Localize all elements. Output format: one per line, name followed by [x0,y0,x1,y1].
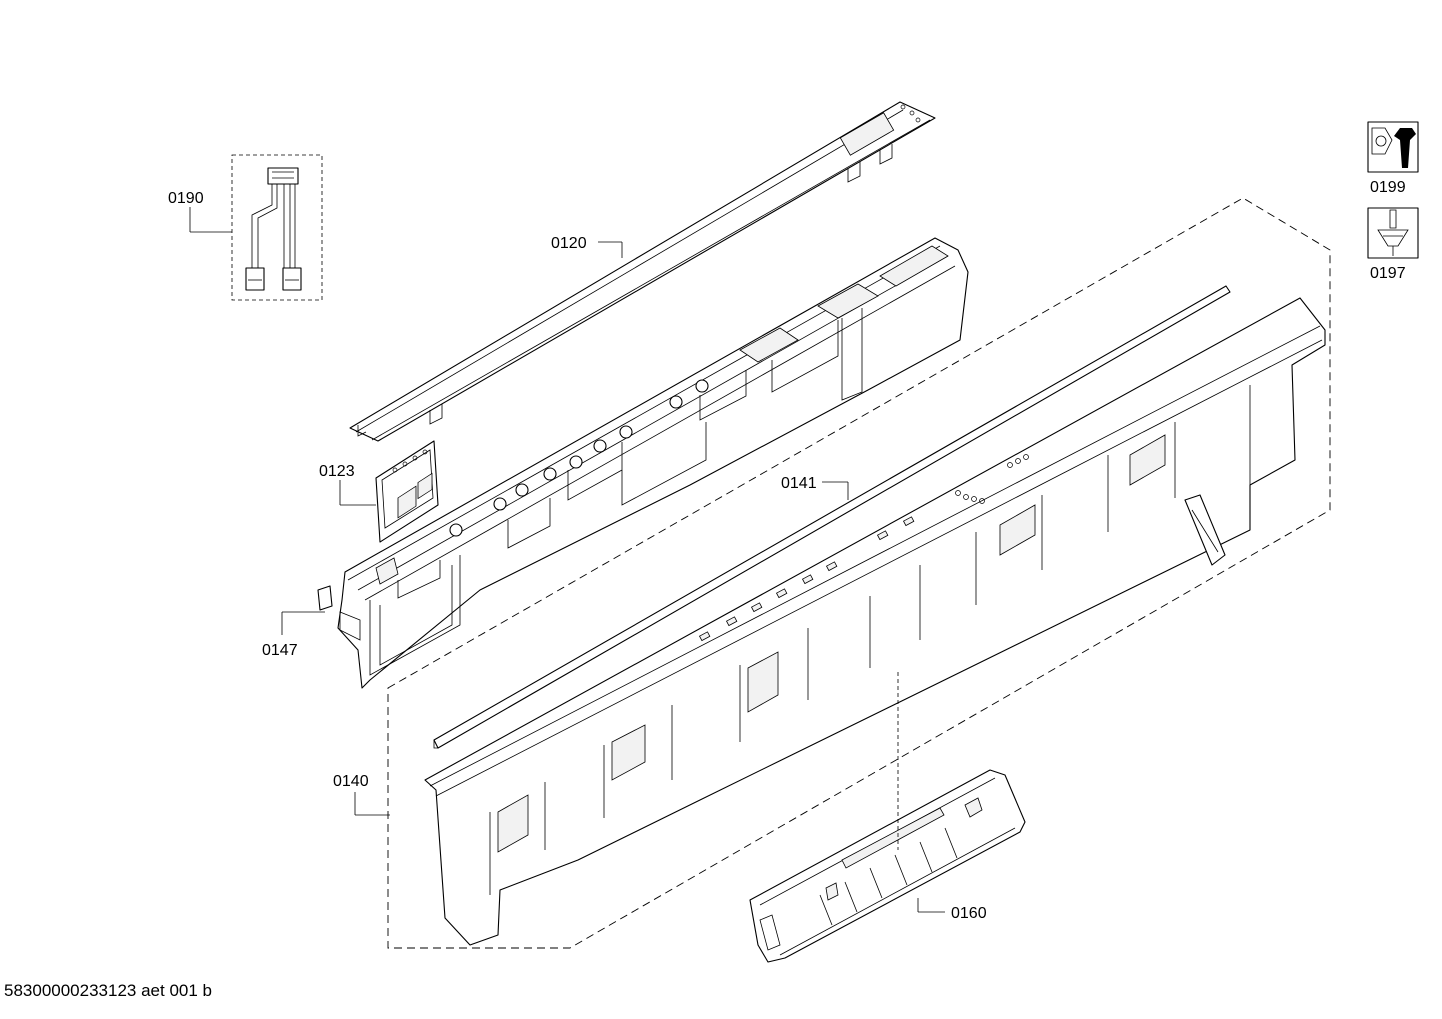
label-0141: 0141 [781,475,817,492]
callout-0123: 0123 [319,463,376,506]
assembly-envelope [387,197,1331,949]
label-0197: 0197 [1370,265,1406,282]
label-0160: 0160 [951,905,987,922]
label-0123: 0123 [319,463,355,480]
screw-icon [1367,207,1419,259]
label-0140: 0140 [333,773,369,790]
label-0147: 0147 [262,642,298,659]
part-0141-seal-strip[interactable] [433,285,1231,749]
document-id-footer: 58300000233123 aet 001 b [4,981,212,1000]
label-0199: 0199 [1370,179,1406,196]
callout-0141: 0141 [781,475,849,500]
callout-0190: 0190 [168,190,232,233]
wrench-icon [1367,121,1419,173]
callout-0160: 0160 [917,898,987,922]
part-0147-button-carrier[interactable] [317,237,969,689]
callout-0120: 0120 [551,235,623,258]
label-0190: 0190 [168,190,204,207]
part-0160-handle[interactable] [749,769,1026,963]
part-0120-cover-strip[interactable] [349,101,936,442]
part-0190-wire-harness[interactable] [231,154,323,301]
callout-0147: 0147 [262,611,325,659]
callout-0140: 0140 [333,773,390,816]
part-0140-control-panel[interactable] [424,297,1326,946]
part-0123-control-board[interactable] [375,440,439,543]
label-0120: 0120 [551,235,587,252]
